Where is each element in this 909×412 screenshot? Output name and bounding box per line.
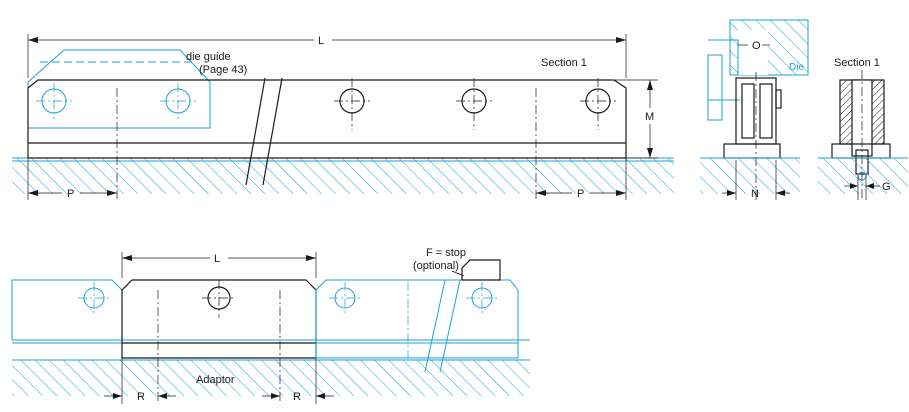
dimension-m: M — [645, 111, 654, 123]
hole-2 — [160, 83, 196, 119]
hole-3 — [334, 78, 370, 130]
section-1-detail: Section 1 G — [818, 57, 908, 200]
dimension-n: N — [751, 188, 759, 200]
adaptor-label: Adaptor — [196, 374, 235, 386]
bed-hatch-top — [12, 158, 674, 194]
dimension-p-right: P — [577, 188, 584, 200]
stop-optional: (optional) — [413, 260, 459, 272]
dimension-r-right: R — [293, 391, 301, 403]
dimension-r-left: R — [137, 391, 145, 403]
hole-4 — [456, 78, 492, 130]
dimension-o: O — [752, 40, 761, 52]
adaptor-block — [121, 279, 317, 359]
stop-block — [461, 259, 501, 281]
top-view-assembly: L die guide (Page 43) Section 1 M P P — [12, 34, 674, 200]
dimension-l-bottom: L — [214, 253, 220, 265]
hole-5 — [580, 78, 616, 130]
side-view-die: O Die N — [700, 19, 809, 200]
die-guide-label: die guide — [186, 51, 231, 63]
dimension-p-left: P — [67, 188, 74, 200]
stop-label: F = stop — [426, 247, 466, 259]
dimension-l-top: L — [318, 35, 324, 47]
die-label: Die — [789, 62, 804, 73]
section-1-title: Section 1 — [834, 57, 880, 69]
die-guide-page: (Page 43) — [199, 64, 247, 76]
dimension-g: G — [882, 181, 891, 193]
hole-1 — [36, 83, 72, 119]
section-1-label: Section 1 — [541, 57, 587, 69]
bottom-view-adaptor: L F = stop (optional) Adaptor R R — [11, 247, 530, 404]
